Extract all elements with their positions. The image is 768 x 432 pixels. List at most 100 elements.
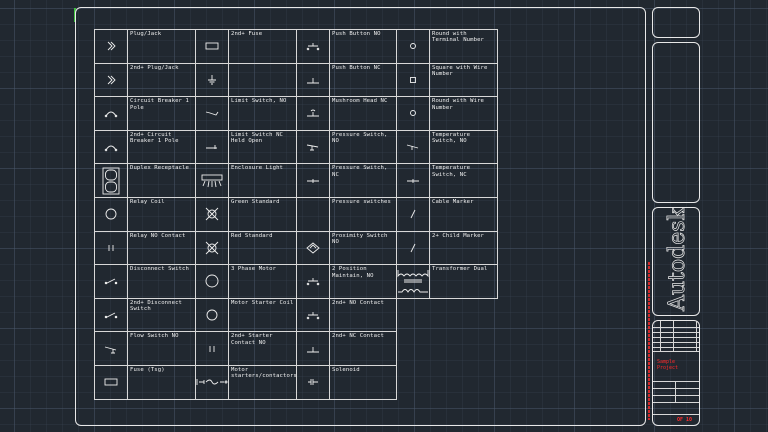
symbol-cell xyxy=(94,197,128,232)
symbol-cell xyxy=(94,129,128,165)
label-cell: Round with Wire Number xyxy=(429,96,498,131)
label-cell: Solenoid xyxy=(329,365,397,400)
symbol-cell xyxy=(195,297,229,333)
disconnect-switch-icon xyxy=(104,277,118,285)
sheet-number: OF 10 xyxy=(677,417,693,423)
temperature-switch-nc-icon xyxy=(406,177,420,185)
label-cell: Fuse (Tsg) xyxy=(127,365,196,400)
symbol-cell xyxy=(94,230,128,266)
push-button-no-icon xyxy=(306,277,320,286)
label-cell: Push Button NO xyxy=(329,29,397,64)
symbol-cell xyxy=(195,29,229,64)
symbol-cell xyxy=(396,62,430,98)
symbol-cell xyxy=(296,365,330,400)
symbol-cell xyxy=(195,365,229,400)
pilot-light-icon xyxy=(205,207,219,221)
push-button-no-icon xyxy=(306,42,320,51)
label-cell: Pressure Switch, NO xyxy=(329,129,397,165)
cable-marker-icon xyxy=(410,243,416,253)
symbol-cell xyxy=(94,96,128,131)
label-cell: Relay NO Contact xyxy=(127,230,196,266)
label-cell: 2nd+ NC Contact xyxy=(329,331,397,366)
plug-jack-icon xyxy=(106,41,116,51)
symbol-cell xyxy=(94,29,128,64)
limit-switch-icon xyxy=(205,109,219,117)
symbol-cell xyxy=(396,129,430,165)
label-cell: Green Standard xyxy=(228,197,297,232)
label-cell: Limit Switch, NO xyxy=(228,96,297,131)
disconnect-switch-icon xyxy=(104,311,118,319)
symbol-cell xyxy=(296,62,330,98)
label-cell: Disconnect Switch xyxy=(127,264,196,299)
label-cell: 2nd+ Plug/Jack xyxy=(127,62,196,98)
symbol-cell xyxy=(296,96,330,131)
label-cell: Pressure Switch, NC xyxy=(329,163,397,198)
label-cell: Flow Switch NO xyxy=(127,331,196,366)
enclosure-light-icon xyxy=(201,174,223,188)
label-cell: 2 Position Maintain, NO xyxy=(329,264,397,299)
label-cell: 2nd+ Starter Contact NO xyxy=(228,331,297,366)
red-annotation-strip xyxy=(648,262,650,420)
symbol-cell xyxy=(94,331,128,366)
flow-switch-icon xyxy=(104,344,118,354)
drawing-border xyxy=(75,7,646,426)
push-button-nc-icon xyxy=(306,345,320,353)
title-block-top xyxy=(652,7,700,38)
symbol-cell xyxy=(396,163,430,198)
symbol-cell xyxy=(296,197,330,232)
symbol-cell xyxy=(396,197,430,232)
symbol-cell xyxy=(396,264,430,299)
label-cell: 2+ Child Marker xyxy=(429,230,498,266)
label-cell: Transformer Dual xyxy=(429,264,498,299)
label-cell: Circuit Breaker 1 Pole xyxy=(127,96,196,131)
symbol-cell xyxy=(296,29,330,64)
motor-coil-icon xyxy=(206,309,218,321)
svg-text:Autodesk: Autodesk xyxy=(665,208,690,312)
autodesk-logo: Autodesk xyxy=(665,206,691,312)
label-cell: 2nd+ Disconnect Switch xyxy=(127,297,196,333)
symbol-cell xyxy=(195,264,229,299)
symbol-cell xyxy=(296,297,330,333)
terminal-square-icon xyxy=(409,76,417,84)
motor-icon xyxy=(205,274,219,288)
label-cell: 2nd+ Fuse xyxy=(228,29,297,64)
title-block-info: Sample Project OF 10 xyxy=(652,320,700,426)
label-cell: Push Button NC xyxy=(329,62,397,98)
symbol-cell xyxy=(195,62,229,98)
circuit-breaker-icon xyxy=(104,109,118,118)
symbol-cell xyxy=(296,264,330,299)
logo-panel: Autodesk xyxy=(652,206,700,316)
symbol-cell xyxy=(195,163,229,198)
label-cell: Motor Starter Coil xyxy=(228,297,297,333)
label-cell: Enclosure Light xyxy=(228,163,297,198)
label-cell: Round with Terminal Number xyxy=(429,29,498,64)
label-cell xyxy=(228,62,297,98)
symbol-cell xyxy=(195,129,229,165)
label-cell: Red Standard xyxy=(228,230,297,266)
label-cell: Cable Marker xyxy=(429,197,498,232)
duplex-receptacle-icon xyxy=(102,167,120,195)
push-button-nc-icon xyxy=(306,76,320,84)
label-cell: Plug/Jack xyxy=(127,29,196,64)
symbol-cell xyxy=(195,230,229,266)
symbol-cell xyxy=(296,163,330,198)
label-cell: Mushroom Head NC xyxy=(329,96,397,131)
fuse-icon xyxy=(205,42,219,50)
label-cell: Pressure switches xyxy=(329,197,397,232)
relay-contact-icon xyxy=(208,345,216,353)
symbol-cell xyxy=(296,129,330,165)
proximity-switch-icon xyxy=(306,242,320,254)
mushroom-head-icon xyxy=(306,109,320,117)
title-block-panel xyxy=(652,42,700,203)
label-cell: 2nd+ Circuit Breaker 1 Pole xyxy=(127,129,196,165)
label-cell: Square with Wire Number xyxy=(429,62,498,98)
push-button-no-icon xyxy=(306,311,320,320)
motor-starter-icon xyxy=(196,377,228,387)
label-cell: Limit Switch NC Held Open xyxy=(228,129,297,165)
symbol-cell xyxy=(94,297,128,333)
plug-jack-icon xyxy=(106,75,116,85)
fuse-icon xyxy=(104,378,118,386)
symbol-cell xyxy=(195,331,229,366)
pilot-light-icon xyxy=(205,241,219,255)
limit-switch-nc-icon xyxy=(205,143,219,151)
